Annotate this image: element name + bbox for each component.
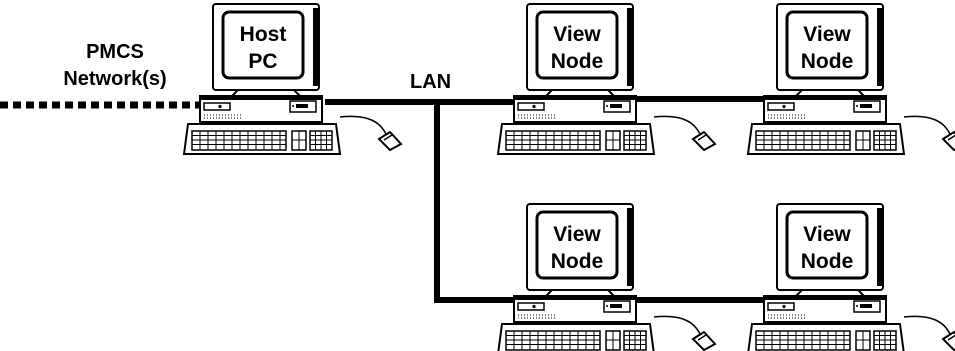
screen-label-line1: View xyxy=(553,23,601,46)
computer-icon xyxy=(746,202,955,351)
computer-icon xyxy=(496,202,717,351)
screen-label-line2: Node xyxy=(801,250,854,273)
screen-label-line1: Host xyxy=(240,23,287,46)
lan-label: LAN xyxy=(410,71,451,93)
pmcs-label-line1: PMCS xyxy=(86,41,144,63)
screen-label-line2: Node xyxy=(801,50,854,73)
screen-label-line2: Node xyxy=(551,50,604,73)
lan-cabling xyxy=(325,96,765,303)
screen-label-line1: View xyxy=(803,223,851,246)
screen-label-line1: View xyxy=(553,223,601,246)
computer-icon xyxy=(496,2,717,156)
view-node-bottom-middle: View Node xyxy=(496,202,717,351)
view-node-top-right: View Node xyxy=(746,2,955,156)
computer-icon xyxy=(182,2,403,156)
computer-icon xyxy=(746,2,955,156)
screen-label-line1: View xyxy=(803,23,851,46)
view-node-top-middle: View Node xyxy=(496,2,717,156)
screen-label-line2: Node xyxy=(551,250,604,273)
pmcs-label-line2: Network(s) xyxy=(63,68,166,90)
screen-label-line2: PC xyxy=(248,50,277,73)
view-node-bottom-right: View Node xyxy=(746,202,955,351)
host-pc: Host PC xyxy=(182,2,403,156)
